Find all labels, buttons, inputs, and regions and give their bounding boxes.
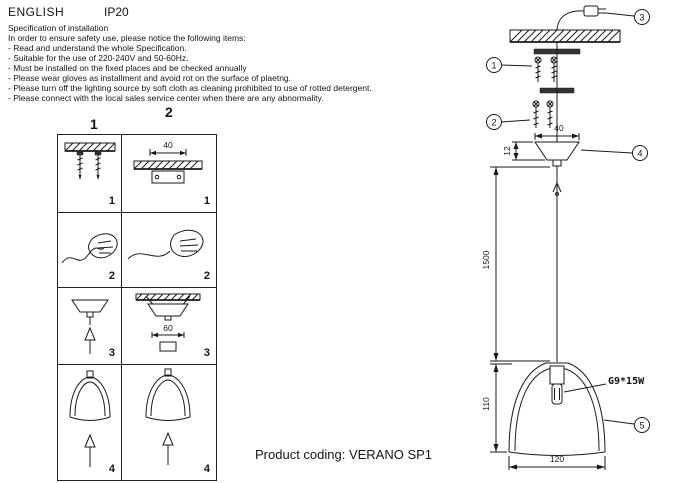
spec-item: - Please wear gloves as installment and …	[8, 73, 292, 83]
mounting-plate-drawing: 40	[122, 140, 215, 212]
wiring-hand-drawing	[58, 213, 121, 287]
spec-item: - Read and understand the whole Specific…	[8, 43, 187, 53]
dim-40-label: 40	[554, 123, 564, 133]
hand-icon	[171, 230, 203, 256]
dimension-canopy-height: 12	[502, 142, 545, 160]
dim-120-label: 120	[550, 454, 564, 464]
ip-rating-label: IP20	[104, 5, 129, 19]
callout-1: 1	[487, 58, 533, 73]
mounting-screws	[535, 57, 557, 82]
dim-40-label: 40	[163, 140, 173, 150]
step-cell-4-2: 4	[122, 365, 216, 480]
up-arrow-icon	[85, 435, 95, 447]
step-number: 4	[108, 463, 115, 475]
dimension-shade-width: 120	[509, 454, 605, 470]
bulb-label: G9*15W	[608, 376, 645, 387]
step-cell-1-2: 40 1	[122, 135, 216, 213]
dim-60-label: 60	[163, 323, 173, 333]
callout-3-label: 3	[639, 13, 644, 23]
step-number: 1	[108, 195, 115, 207]
step-cell-4-1: 4	[58, 365, 122, 480]
canopy-screws	[533, 101, 553, 128]
callout-4: 4	[581, 146, 648, 161]
power-cord	[557, 6, 606, 30]
suspension-wire	[553, 166, 561, 362]
ceiling	[510, 30, 620, 42]
callout-2-label: 2	[491, 118, 496, 128]
specification-text: Specification of installation In order t…	[8, 23, 372, 103]
step-cell-3-1: 3	[58, 288, 122, 365]
step-cell-1-1: 1	[58, 135, 122, 213]
step-number: 2	[108, 270, 115, 282]
product-coding: Product coding: VERANO SP1	[255, 447, 433, 462]
shade-install-drawing	[58, 365, 121, 479]
lamp-shade	[509, 363, 605, 456]
spec-item: - Please turn off the lighting source by…	[8, 83, 372, 93]
cord-grip-icon	[556, 193, 559, 196]
dimension-canopy-width: 40	[535, 123, 579, 140]
language-label: ENGLISH	[8, 5, 65, 19]
column-header-2: 2	[165, 104, 173, 120]
g9-bulb	[552, 384, 562, 404]
callout-5: 5	[604, 418, 650, 433]
canopy-install-drawing	[58, 288, 121, 364]
installation-steps-grid: 1 40 1	[57, 134, 217, 481]
hand-icon	[89, 234, 118, 258]
spec-item: - Must be installed on the fixed places …	[8, 63, 247, 73]
shade-install-drawing	[122, 365, 215, 479]
callout-2: 2	[487, 115, 531, 130]
lamp-socket	[550, 366, 564, 384]
ceiling-anchors-drawing	[58, 135, 121, 180]
wall-anchor	[77, 152, 83, 180]
spec-intro: In order to ensure safety use, please no…	[8, 33, 246, 43]
step-cell-2-1: 2	[58, 213, 122, 288]
bulb-spec: G9*15W	[564, 376, 645, 392]
step-cell-2-2: 2	[122, 213, 216, 288]
step-number: 3	[108, 347, 115, 359]
dim-110-label: 110	[481, 397, 491, 411]
wiring-hand-drawing	[122, 213, 215, 287]
step-number: 4	[203, 463, 210, 475]
up-arrow-icon	[163, 433, 173, 445]
dim-12-label: 12	[502, 146, 512, 156]
callout-5-label: 5	[639, 421, 644, 431]
column-header-1: 1	[90, 116, 98, 132]
callout-4-label: 4	[637, 149, 642, 159]
step-number: 3	[203, 347, 210, 359]
dimension-shade-height: 110	[481, 364, 512, 452]
wall-anchor	[95, 152, 101, 180]
pendant-lamp-technical-drawing: 3 1	[481, 0, 690, 483]
step-number: 2	[203, 270, 210, 282]
spec-item: - Suitable for the use of 220-240V and 5…	[8, 53, 189, 63]
canopy	[535, 42, 579, 166]
callout-3: 3	[606, 10, 650, 25]
step-cell-3-2: 60 3	[122, 288, 216, 365]
dimension-wire-length: 1500	[481, 167, 550, 361]
step-number: 1	[203, 195, 210, 207]
spec-title: Specification of installation	[8, 23, 109, 33]
callout-1-label: 1	[491, 61, 496, 71]
dim-1500-label: 1500	[481, 250, 491, 269]
canopy-fixed-drawing: 60	[122, 288, 215, 364]
up-arrow-icon	[85, 328, 95, 340]
plug-icon	[584, 6, 598, 16]
spec-item: - Please connect with the local sales se…	[8, 93, 324, 103]
